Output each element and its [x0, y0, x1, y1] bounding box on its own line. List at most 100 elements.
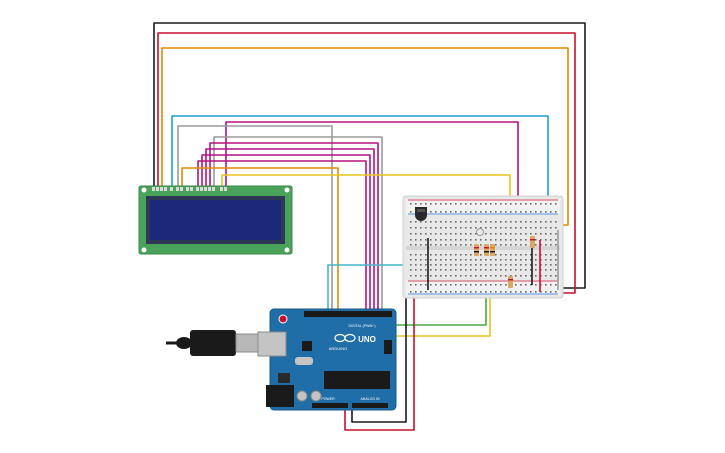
breadboard-hole — [550, 269, 552, 271]
breadboard-hole — [490, 239, 492, 241]
breadboard-hole — [480, 264, 482, 266]
breadboard-hole — [495, 221, 497, 223]
breadboard-hole — [440, 203, 442, 205]
breadboard-hole — [460, 264, 462, 266]
breadboard-hole — [455, 244, 457, 246]
led-icon[interactable] — [476, 228, 484, 236]
breadboard[interactable] — [402, 195, 564, 299]
breadboard-hole — [445, 269, 447, 271]
breadboard-hole — [420, 259, 422, 261]
wire-magenta-4[interactable] — [197, 160, 367, 312]
reset-button[interactable] — [278, 314, 288, 324]
breadboard-hole — [445, 211, 447, 213]
breadboard-hole — [515, 211, 517, 213]
breadboard-hole — [515, 259, 517, 261]
breadboard-hole — [505, 259, 507, 261]
breadboard-hole — [425, 269, 427, 271]
breadboard-hole — [465, 211, 467, 213]
temperature-sensor[interactable] — [415, 207, 427, 221]
breadboard-hole — [535, 244, 537, 246]
breadboard-hole — [435, 275, 437, 277]
breadboard-hole — [450, 244, 452, 246]
breadboard-hole — [420, 264, 422, 266]
wire-black-outer[interactable] — [153, 22, 586, 289]
resistor[interactable] — [484, 244, 489, 256]
breadboard-hole — [525, 264, 527, 266]
wire-red-outer[interactable] — [157, 32, 576, 294]
breadboard-hole — [530, 254, 532, 256]
breadboard-hole — [495, 233, 497, 235]
breadboard-hole — [530, 221, 532, 223]
breadboard-hole — [410, 254, 412, 256]
breadboard-hole — [440, 259, 442, 261]
resistor[interactable] — [508, 276, 513, 288]
resistor[interactable] — [530, 236, 535, 248]
wire-magenta-1[interactable] — [209, 142, 379, 312]
small-chip — [302, 341, 312, 351]
arduino-logo — [334, 333, 356, 343]
breadboard-hole — [490, 221, 492, 223]
breadboard-hole — [415, 239, 417, 241]
breadboard-hole — [555, 239, 557, 241]
breadboard-hole — [415, 275, 417, 277]
lcd-display[interactable] — [138, 185, 293, 255]
breadboard-hole — [510, 221, 512, 223]
breadboard-hole — [525, 254, 527, 256]
breadboard-hole — [520, 239, 522, 241]
resistor[interactable] — [490, 244, 495, 256]
breadboard-hole — [465, 264, 467, 266]
breadboard-hole — [440, 221, 442, 223]
breadboard-hole — [540, 239, 542, 241]
breadboard-hole — [485, 284, 487, 286]
breadboard-hole — [545, 233, 547, 235]
breadboard-hole — [420, 244, 422, 246]
wire-gray-2[interactable] — [213, 136, 383, 312]
breadboard-hole — [485, 233, 487, 235]
breadboard-hole — [440, 291, 442, 293]
breadboard-hole — [555, 269, 557, 271]
wire-orange-short[interactable] — [181, 167, 339, 312]
breadboard-hole — [470, 275, 472, 277]
breadboard-hole — [470, 269, 472, 271]
breadboard-hole — [550, 284, 552, 286]
breadboard-hole — [555, 203, 557, 205]
breadboard-hole — [525, 239, 527, 241]
breadboard-hole — [545, 203, 547, 205]
breadboard-hole — [500, 211, 502, 213]
breadboard-hole — [495, 269, 497, 271]
wire-magenta-2[interactable] — [205, 148, 375, 312]
usb-cable[interactable] — [166, 330, 261, 356]
breadboard-hole — [445, 254, 447, 256]
usb-port — [257, 331, 287, 357]
breadboard-hole — [490, 227, 492, 229]
breadboard-hole — [455, 284, 457, 286]
breadboard-hole — [415, 254, 417, 256]
breadboard-hole — [555, 264, 557, 266]
breadboard-hole — [550, 291, 552, 293]
breadboard-hole — [430, 203, 432, 205]
breadboard-hole — [480, 284, 482, 286]
breadboard-hole — [450, 227, 452, 229]
breadboard-hole — [505, 291, 507, 293]
breadboard-hole — [460, 291, 462, 293]
wire-gray-1[interactable] — [177, 125, 333, 312]
breadboard-hole — [535, 269, 537, 271]
breadboard-hole — [510, 227, 512, 229]
breadboard-hole — [520, 203, 522, 205]
breadboard-hole — [480, 275, 482, 277]
breadboard-hole — [485, 239, 487, 241]
breadboard-hole — [515, 239, 517, 241]
arduino-uno[interactable]: ARDUINO UNO DIGITAL (PWM~) POWER ANALOG … — [166, 308, 397, 411]
breadboard-hole — [535, 291, 537, 293]
breadboard-hole — [470, 254, 472, 256]
breadboard-hole — [450, 211, 452, 213]
breadboard-hole — [480, 269, 482, 271]
breadboard-hole — [430, 227, 432, 229]
breadboard-hole — [470, 284, 472, 286]
wire-magenta-3[interactable] — [201, 154, 371, 312]
breadboard-hole — [540, 211, 542, 213]
resistor[interactable] — [474, 244, 479, 256]
breadboard-hole — [495, 203, 497, 205]
microcontroller-chip — [324, 371, 390, 389]
breadboard-hole — [430, 259, 432, 261]
